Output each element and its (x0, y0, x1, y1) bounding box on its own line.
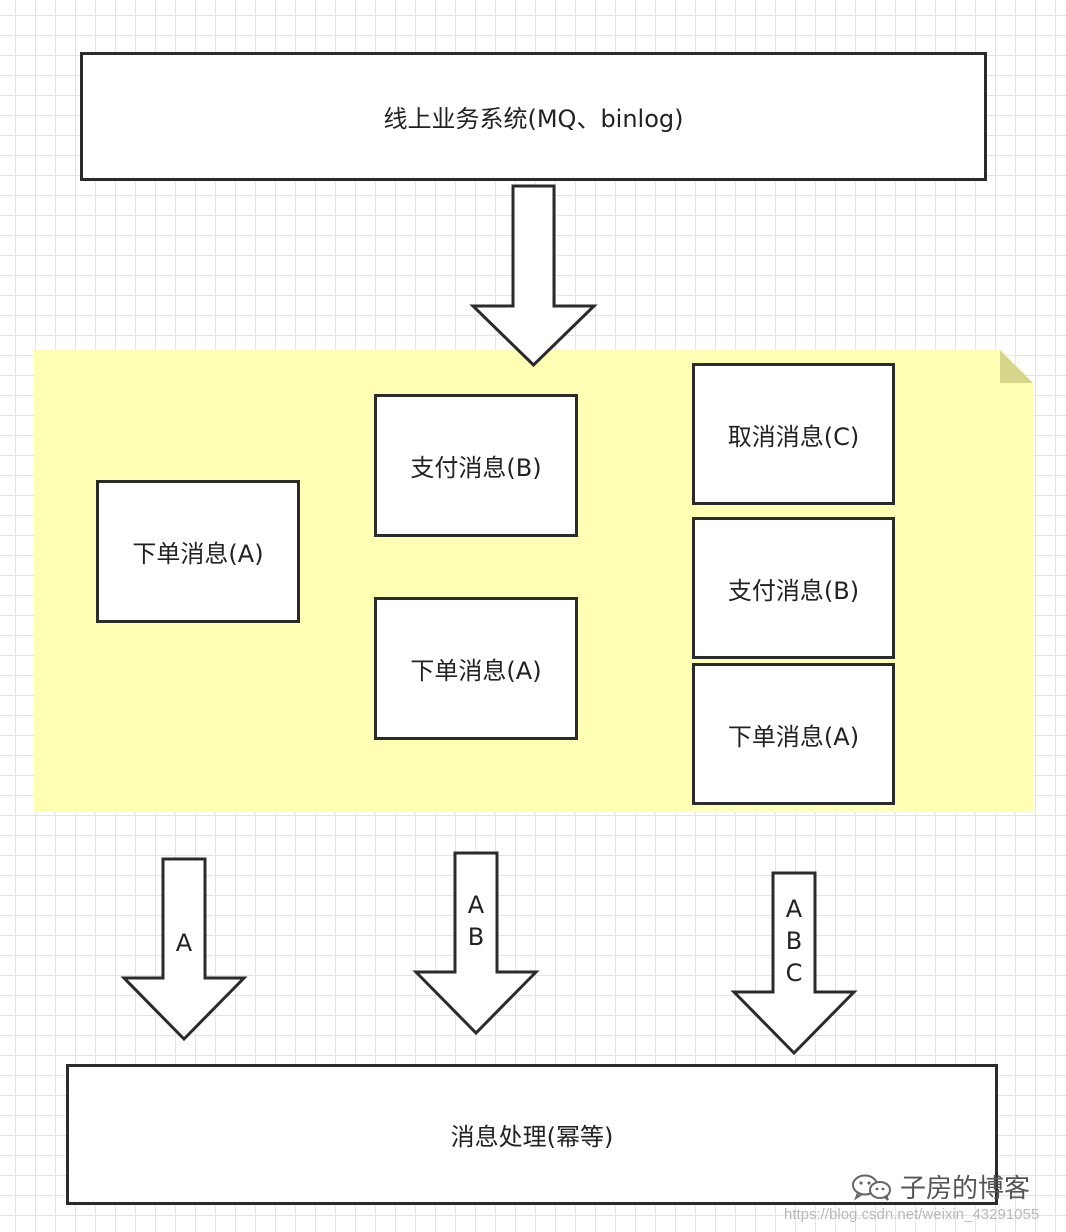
arrow-a-label: A (163, 927, 205, 959)
arrow-a-letter: A (175, 929, 193, 957)
down-arrow-abc (730, 871, 858, 1056)
queue3-order-message: 下单消息(A) (692, 663, 895, 805)
wechat-icon (852, 1174, 891, 1201)
queue2-payment-label: 支付消息(B) (410, 454, 542, 482)
queue3-payment-label: 支付消息(B) (727, 576, 860, 605)
source-system-label: 线上业务系统(MQ、binlog) (383, 105, 684, 133)
arrow-abc-letter-1: A (785, 895, 803, 923)
queue2-order-message: 下单消息(A) (374, 597, 578, 740)
note-folded-corner (1000, 350, 1033, 383)
down-arrow-top (469, 184, 598, 368)
arrow-abc-letter-2: B (785, 927, 803, 955)
arrow-ab-letter-1: A (467, 891, 485, 919)
queue3-order-label: 下单消息(A) (727, 722, 860, 751)
watermark-url: https://blog.csdn.net/weixin_43291055 (784, 1206, 1040, 1223)
arrow-abc-letter-3: C (785, 959, 803, 987)
queue3-cancel-message: 取消消息(C) (692, 363, 895, 505)
down-arrow-ab (412, 851, 540, 1036)
down-arrow-a (120, 857, 248, 1042)
queue2-order-label: 下单消息(A) (410, 657, 542, 685)
queue1-order-label: 下单消息(A) (132, 540, 264, 568)
source-system-box: 线上业务系统(MQ、binlog) (80, 52, 987, 181)
arrow-abc-label: A B C (773, 893, 815, 989)
arrow-ab-label: A B (455, 889, 497, 953)
message-processing-label: 消息处理(幂等) (450, 1123, 614, 1151)
queue1-order-message: 下单消息(A) (96, 480, 300, 623)
arrow-ab-letter-2: B (467, 923, 485, 951)
queue2-payment-message: 支付消息(B) (374, 394, 578, 537)
watermark-text: 子房的博客 (900, 1174, 1031, 1204)
message-processing-box: 消息处理(幂等) (66, 1064, 998, 1205)
queue3-cancel-label: 取消消息(C) (727, 422, 860, 451)
watermark: 子房的博客 (850, 1168, 1030, 1205)
queue3-payment-message: 支付消息(B) (692, 517, 895, 659)
